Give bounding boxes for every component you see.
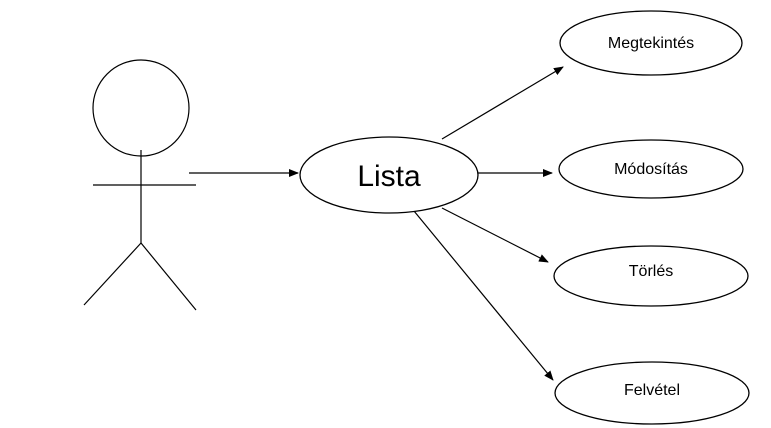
edge-lista-to-felvetel [413,210,554,381]
actor-left-leg [83,242,142,306]
node-lista-shape [299,136,479,214]
node-modositas[interactable]: Módosítás [558,139,744,199]
node-felvetel[interactable]: Felvétel [554,361,750,425]
node-lista[interactable]: Lista [299,136,479,214]
node-lista-label: Lista [357,160,421,193]
node-felvetel-shape [554,361,750,425]
node-torles-shape [553,245,749,307]
node-megtekintes-shape [559,10,743,76]
node-megtekintes-label: Megtekintés [608,35,694,52]
node-modositas-shape [558,139,744,199]
actor-stick-figure [83,59,197,311]
edge-lista-to-megtekintes [441,66,564,140]
node-megtekintes[interactable]: Megtekintés [559,10,743,76]
node-felvetel-label: Felvétel [624,382,680,399]
edge-lista-to-torles [441,207,549,263]
node-torles[interactable]: Törlés [553,245,749,307]
node-modositas-label: Módosítás [614,161,688,178]
node-torles-label: Törlés [629,263,673,280]
actor-head [92,59,190,157]
actor-right-leg [140,242,197,311]
